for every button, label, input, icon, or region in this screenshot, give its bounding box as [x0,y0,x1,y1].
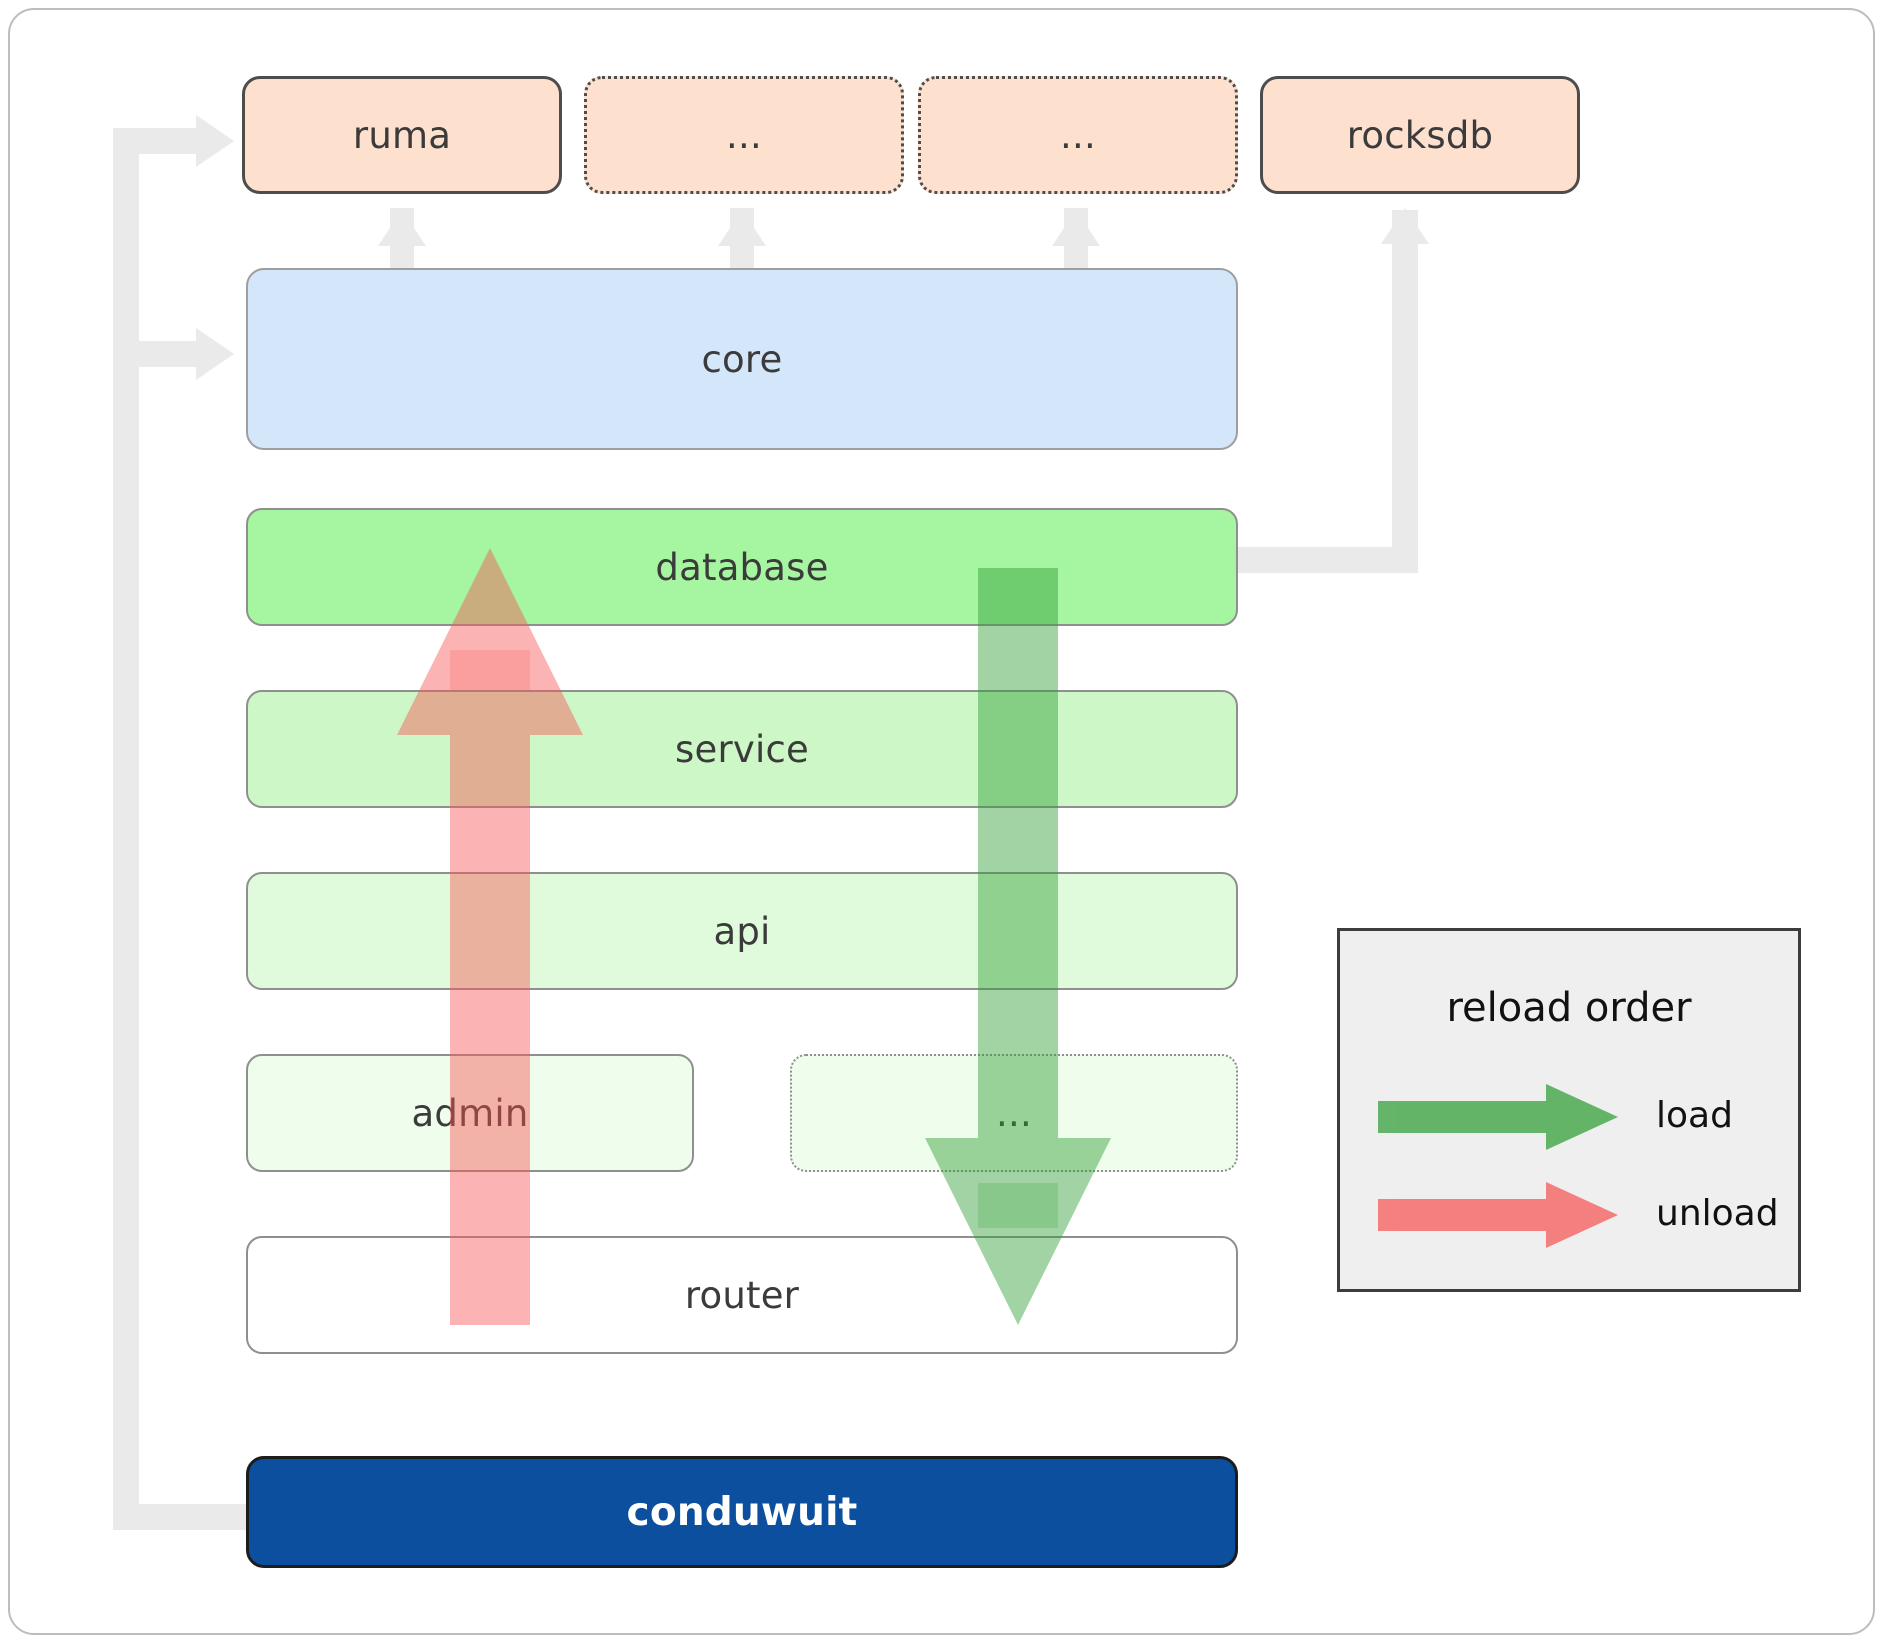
node-dep3[interactable]: ... [918,76,1238,194]
legend-unload-label: unload [1656,1193,1779,1234]
connector-to-core-arrowhead [196,328,234,380]
node-database[interactable]: database [246,508,1238,626]
legend-load-arrow-icon [1378,1084,1618,1150]
legend-title: reload order [1446,985,1692,1031]
node-rocksdb[interactable]: rocksdb [1260,76,1580,194]
node-dep3-label: ... [1060,113,1096,157]
legend-panel: reload order load unload [1337,928,1801,1292]
connector-core-ruma-arrowhead [378,210,426,246]
node-rocksdb-label: rocksdb [1346,113,1494,157]
node-api-label: api [713,909,771,953]
connector-conduwuit-left [113,1504,248,1530]
connector-database-rocksdb-arrowhead [1381,208,1429,244]
node-admin-label: admin [411,1091,529,1135]
node-router[interactable]: router [246,1236,1238,1354]
node-dep2[interactable]: ... [584,76,904,194]
connector-core-dep3-arrowhead [1052,210,1100,246]
node-more[interactable]: ... [790,1054,1238,1172]
connector-to-core [113,341,198,367]
node-service-label: service [675,727,809,771]
node-dep2-label: ... [726,113,762,157]
connector-to-ruma [113,128,198,154]
connector-core-dep2-arrowhead [718,210,766,246]
connector-to-ruma-arrowhead [196,115,234,167]
connector-database-rocksdb-horizontal [1238,547,1418,573]
connector-database-rocksdb-vertical [1392,210,1418,573]
node-admin[interactable]: admin [246,1054,694,1172]
node-more-label: ... [996,1091,1032,1135]
node-ruma[interactable]: ruma [242,76,562,194]
node-service[interactable]: service [246,690,1238,808]
connector-left-spine [113,128,139,1530]
node-router-label: router [684,1273,800,1317]
legend-unload-arrow-icon [1378,1182,1618,1248]
node-conduwuit[interactable]: conduwuit [246,1456,1238,1568]
node-conduwuit-label: conduwuit [626,1489,858,1535]
diagram-frame [8,8,1875,1635]
node-core[interactable]: core [246,268,1238,450]
node-database-label: database [655,545,829,589]
node-ruma-label: ruma [352,113,452,157]
legend-load-label: load [1656,1095,1733,1136]
node-core-label: core [701,337,783,381]
node-api[interactable]: api [246,872,1238,990]
